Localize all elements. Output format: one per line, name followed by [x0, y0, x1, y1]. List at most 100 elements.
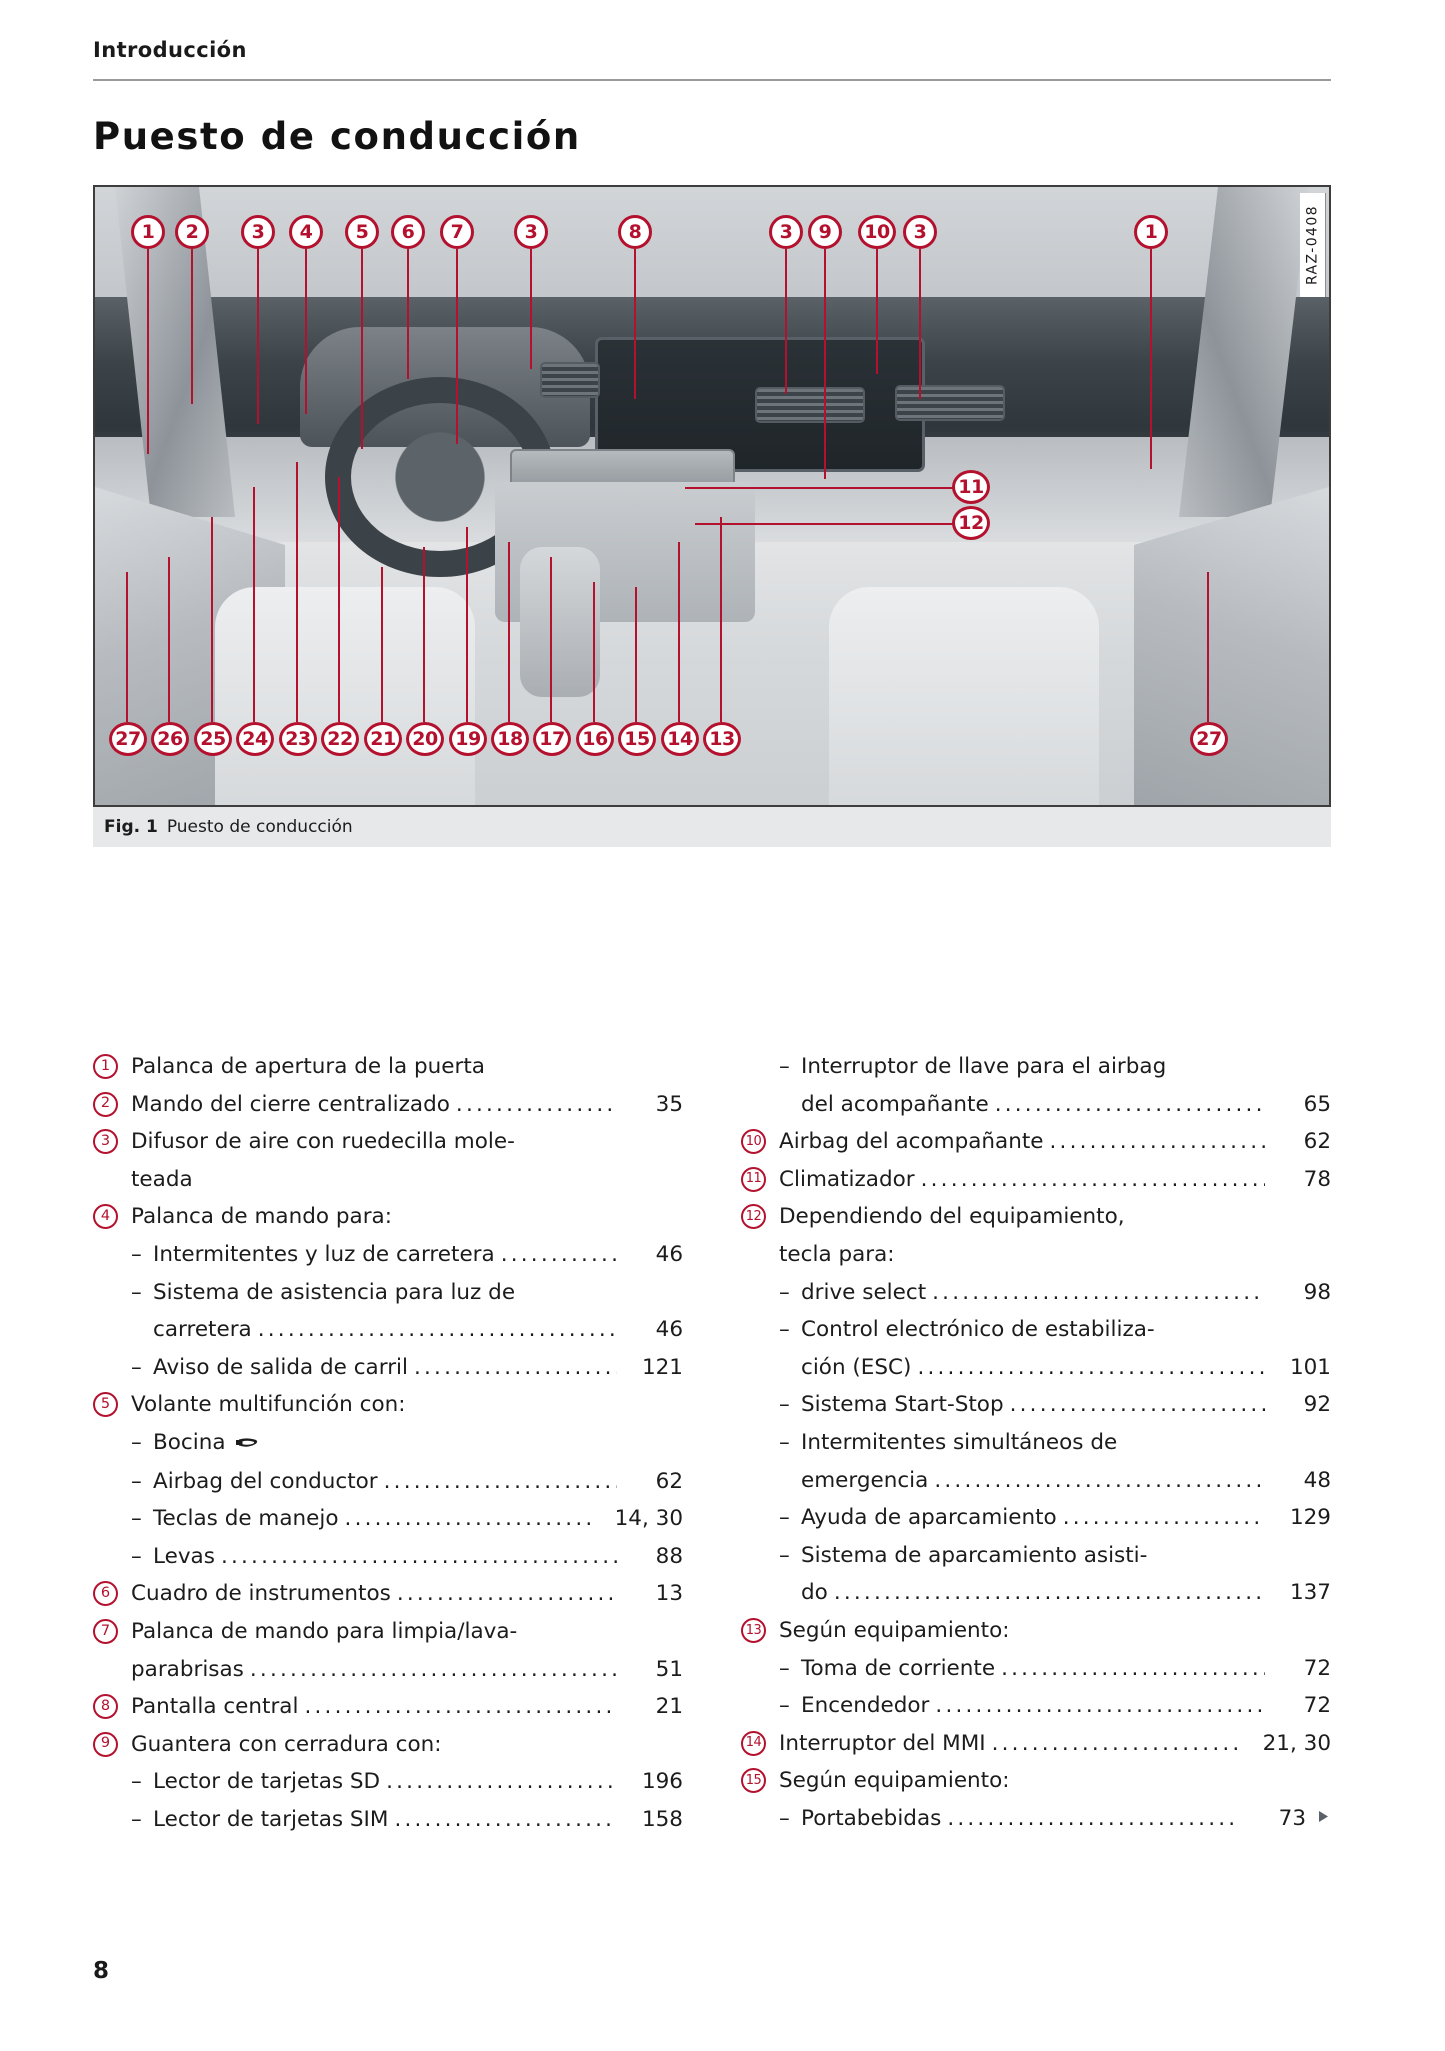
legend-row: –drive select...........................… [741, 1274, 1331, 1312]
callout-leader [550, 557, 552, 722]
page-reference[interactable]: 62 [655, 1468, 683, 1494]
callout-leader [147, 249, 149, 454]
callout-marker: 27 [1190, 722, 1228, 756]
continuation-spacer [779, 1574, 801, 1612]
legend-label: ción (ESC) [801, 1354, 912, 1380]
page-reference[interactable]: 62 [1303, 1129, 1331, 1155]
callout-number-badge: 10 [741, 1129, 766, 1155]
page-reference[interactable]: 196 [641, 1769, 683, 1795]
legend-label: parabrisas [131, 1656, 244, 1682]
legend-label: Pantalla central [131, 1694, 299, 1720]
callout-number-badge: 1 [93, 1054, 118, 1079]
page-reference[interactable]: 46 [655, 1241, 683, 1267]
callout-marker: 26 [151, 722, 189, 756]
callout-number-badge: 6 [93, 1581, 118, 1607]
page-reference[interactable]: 92 [1303, 1392, 1331, 1418]
legend-row: –Intermitentes y luz de carretera.......… [93, 1236, 683, 1274]
callout-leader [593, 582, 595, 722]
callout-marker: 21 [364, 722, 402, 756]
leader-dots: ........................................… [500, 1241, 617, 1267]
page-reference[interactable]: 13 [655, 1581, 683, 1607]
continuation-spacer [779, 1086, 801, 1124]
page-reference[interactable]: 51 [655, 1656, 683, 1682]
legend-label: Aviso de salida de carril [153, 1354, 408, 1380]
legend-label: carretera [153, 1317, 252, 1343]
continuation-arrow-icon [1316, 1801, 1331, 1839]
leader-dots: ........................................… [220, 1543, 617, 1569]
legend-row: emergencia..............................… [741, 1462, 1331, 1500]
leader-dots: ........................................… [932, 1279, 1265, 1305]
legend-label: Palanca de mando para: [131, 1204, 392, 1230]
bullet-dash: – [779, 1054, 790, 1079]
callout-leader [508, 542, 510, 722]
callout-leader [635, 587, 637, 722]
page-reference[interactable]: 48 [1303, 1467, 1331, 1493]
center-console-buttons-shape [510, 449, 735, 487]
page-reference[interactable]: 101 [1289, 1354, 1331, 1380]
leader-dots: ........................................… [257, 1317, 617, 1343]
leader-dots: ........................................… [935, 1693, 1265, 1719]
legend-label: Toma de corriente [801, 1655, 996, 1681]
page-reference[interactable]: 21 [655, 1694, 683, 1720]
legend-label: Volante multifunción con: [131, 1392, 406, 1418]
leader-dots: ........................................… [1062, 1505, 1265, 1531]
page-reference[interactable]: 98 [1303, 1279, 1331, 1305]
bullet-dash: – [779, 1279, 790, 1305]
page-reference[interactable]: 46 [655, 1317, 683, 1343]
callout-leader [876, 249, 878, 374]
bullet-dash: – [779, 1542, 790, 1568]
callout-leader [720, 517, 722, 722]
page-reference[interactable]: 158 [641, 1806, 683, 1832]
callout-marker: 24 [236, 722, 274, 756]
callout-marker: 1 [1134, 215, 1168, 249]
callout-leader [257, 249, 259, 424]
legend-label: Climatizador [779, 1166, 915, 1192]
callout-leader [211, 517, 213, 722]
leader-dots: ........................................… [249, 1656, 617, 1682]
page-reference[interactable]: 88 [655, 1543, 683, 1569]
legend-label: Intermitentes simultáneos de [801, 1429, 1118, 1455]
page-reference[interactable]: 137 [1289, 1580, 1331, 1606]
page-reference[interactable]: 72 [1303, 1693, 1331, 1719]
legend-label: teada [131, 1166, 193, 1192]
callout-number-badge: 13 [741, 1617, 766, 1643]
legend-row: –Teclas de manejo.......................… [93, 1500, 683, 1538]
legend-row: –Lector de tarjetas SD..................… [93, 1763, 683, 1801]
legend-label: Portabebidas [801, 1805, 942, 1831]
leader-dots: ........................................… [991, 1730, 1239, 1756]
page-reference[interactable]: 35 [655, 1091, 683, 1117]
callout-leader [466, 527, 468, 722]
page-reference[interactable]: 129 [1289, 1505, 1331, 1531]
callout-leader [361, 249, 363, 449]
legend-row: –Intermitentes simultáneos de [741, 1424, 1331, 1462]
callout-leader [685, 487, 955, 489]
leader-dots: ........................................… [920, 1166, 1265, 1192]
page-reference[interactable]: 78 [1303, 1166, 1331, 1192]
legend-label: Interruptor del MMI [779, 1730, 986, 1756]
callout-leader [168, 557, 170, 722]
page-reference[interactable]: 72 [1303, 1655, 1331, 1681]
figure-code: RAZ-0408 [1300, 193, 1326, 297]
page-reference[interactable]: 14, 30 [614, 1506, 683, 1532]
legend-label: emergencia [801, 1467, 929, 1493]
legend-row: –Interruptor de llave para el airbag [741, 1048, 1331, 1086]
legend-row: –Bocina [93, 1424, 683, 1463]
callout-marker: 14 [661, 722, 699, 756]
callout-leader [305, 249, 307, 414]
callout-number-badge: 9 [93, 1731, 118, 1757]
header-rule [93, 79, 1331, 81]
page-reference[interactable]: 121 [641, 1354, 683, 1380]
legend-row: –Portabebidas...........................… [741, 1800, 1331, 1840]
page-reference[interactable]: 73 [1278, 1805, 1306, 1831]
legend-label: Palanca de mando para limpia/lava- [131, 1618, 518, 1644]
callout-marker: 19 [449, 722, 487, 756]
page-reference[interactable]: 21, 30 [1262, 1730, 1331, 1756]
page-reference[interactable]: 65 [1303, 1091, 1331, 1117]
legend-label: Airbag del acompañante [779, 1129, 1044, 1155]
leader-dots: ........................................… [396, 1581, 617, 1607]
callout-marker: 3 [903, 215, 937, 249]
